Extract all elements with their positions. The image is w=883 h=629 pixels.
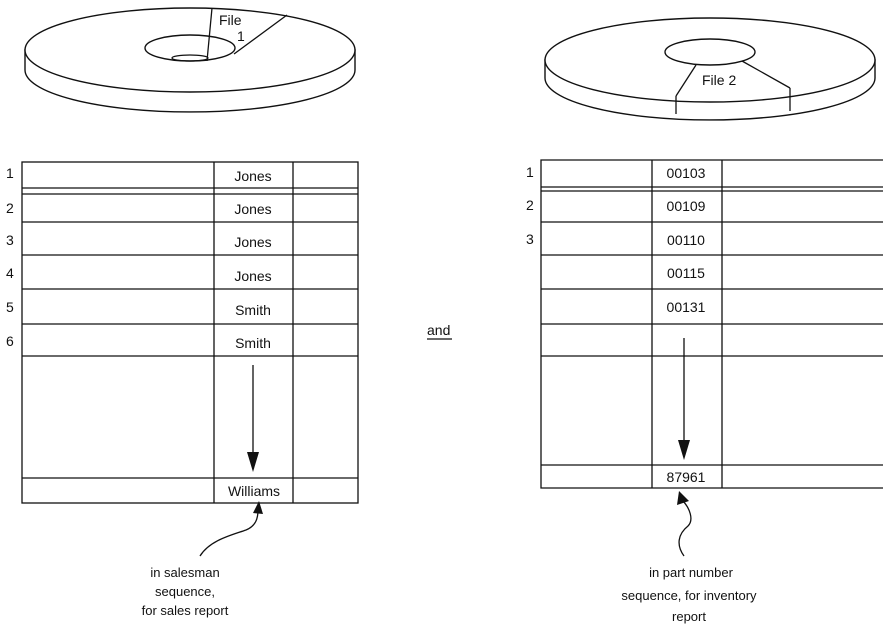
disk-1-label-line2: 1: [237, 28, 245, 44]
file-1-caption-line2: sequence,: [155, 584, 215, 599]
file-2-key-cell: 00131: [667, 299, 706, 315]
file-1-row-number: 6: [6, 333, 14, 349]
disk-file-1: File 1: [24, 7, 356, 113]
file-2-caption-line1: in part number: [649, 565, 733, 580]
file-1-last-key-cell: Williams: [228, 483, 280, 499]
file-1-key-cell: Smith: [235, 335, 271, 351]
file-1-key-cell: Jones: [234, 268, 271, 284]
file-2-caption-line3: report: [672, 609, 706, 624]
file-1-caption-line1: in salesman: [150, 565, 219, 580]
disk-file-2: File 2: [544, 17, 876, 121]
file-2-last-key-cell: 87961: [667, 469, 706, 485]
and-label: and: [427, 322, 450, 338]
down-arrow-icon: [678, 338, 690, 460]
file-2-table: 1 2 3 00103 00109 00110 00115 00131 8796…: [526, 159, 883, 489]
file-2-caption-pointer: [677, 491, 692, 557]
file-1-key-cell: Jones: [234, 234, 271, 250]
file-2-key-cell: 00109: [667, 198, 706, 214]
file-1-table: 1 2 3 4 5 6 Jones Jones Jones Jones Smit…: [6, 161, 359, 504]
file-1-row-number: 4: [6, 265, 14, 281]
file-1-caption-line3: for sales report: [142, 603, 229, 618]
file-2-row-number: 2: [526, 197, 534, 213]
and-connector: and: [427, 322, 452, 340]
down-arrow-icon: [247, 365, 259, 472]
file-1-key-cell: Jones: [234, 201, 271, 217]
file-1-row-number: 1: [6, 165, 14, 181]
file-2-key-cell: 00110: [667, 232, 705, 248]
file-1-row-number: 2: [6, 200, 14, 216]
file-1-key-cell: Smith: [235, 302, 271, 318]
file-1-key-cell: Jones: [234, 168, 271, 184]
file-2-caption-line2: sequence, for inventory: [621, 588, 757, 603]
file-2-key-cell: 00115: [667, 265, 705, 281]
disk-2-label: File 2: [702, 72, 736, 88]
file-1-row-number: 3: [6, 232, 14, 248]
file-2-key-cell: 00103: [667, 165, 706, 181]
file-2-row-number: 3: [526, 231, 534, 247]
disk-1-label-line1: File: [219, 12, 242, 28]
file-2-row-number: 1: [526, 164, 534, 180]
file-1-row-number: 5: [6, 299, 14, 315]
file-1-caption-pointer: [199, 501, 263, 557]
